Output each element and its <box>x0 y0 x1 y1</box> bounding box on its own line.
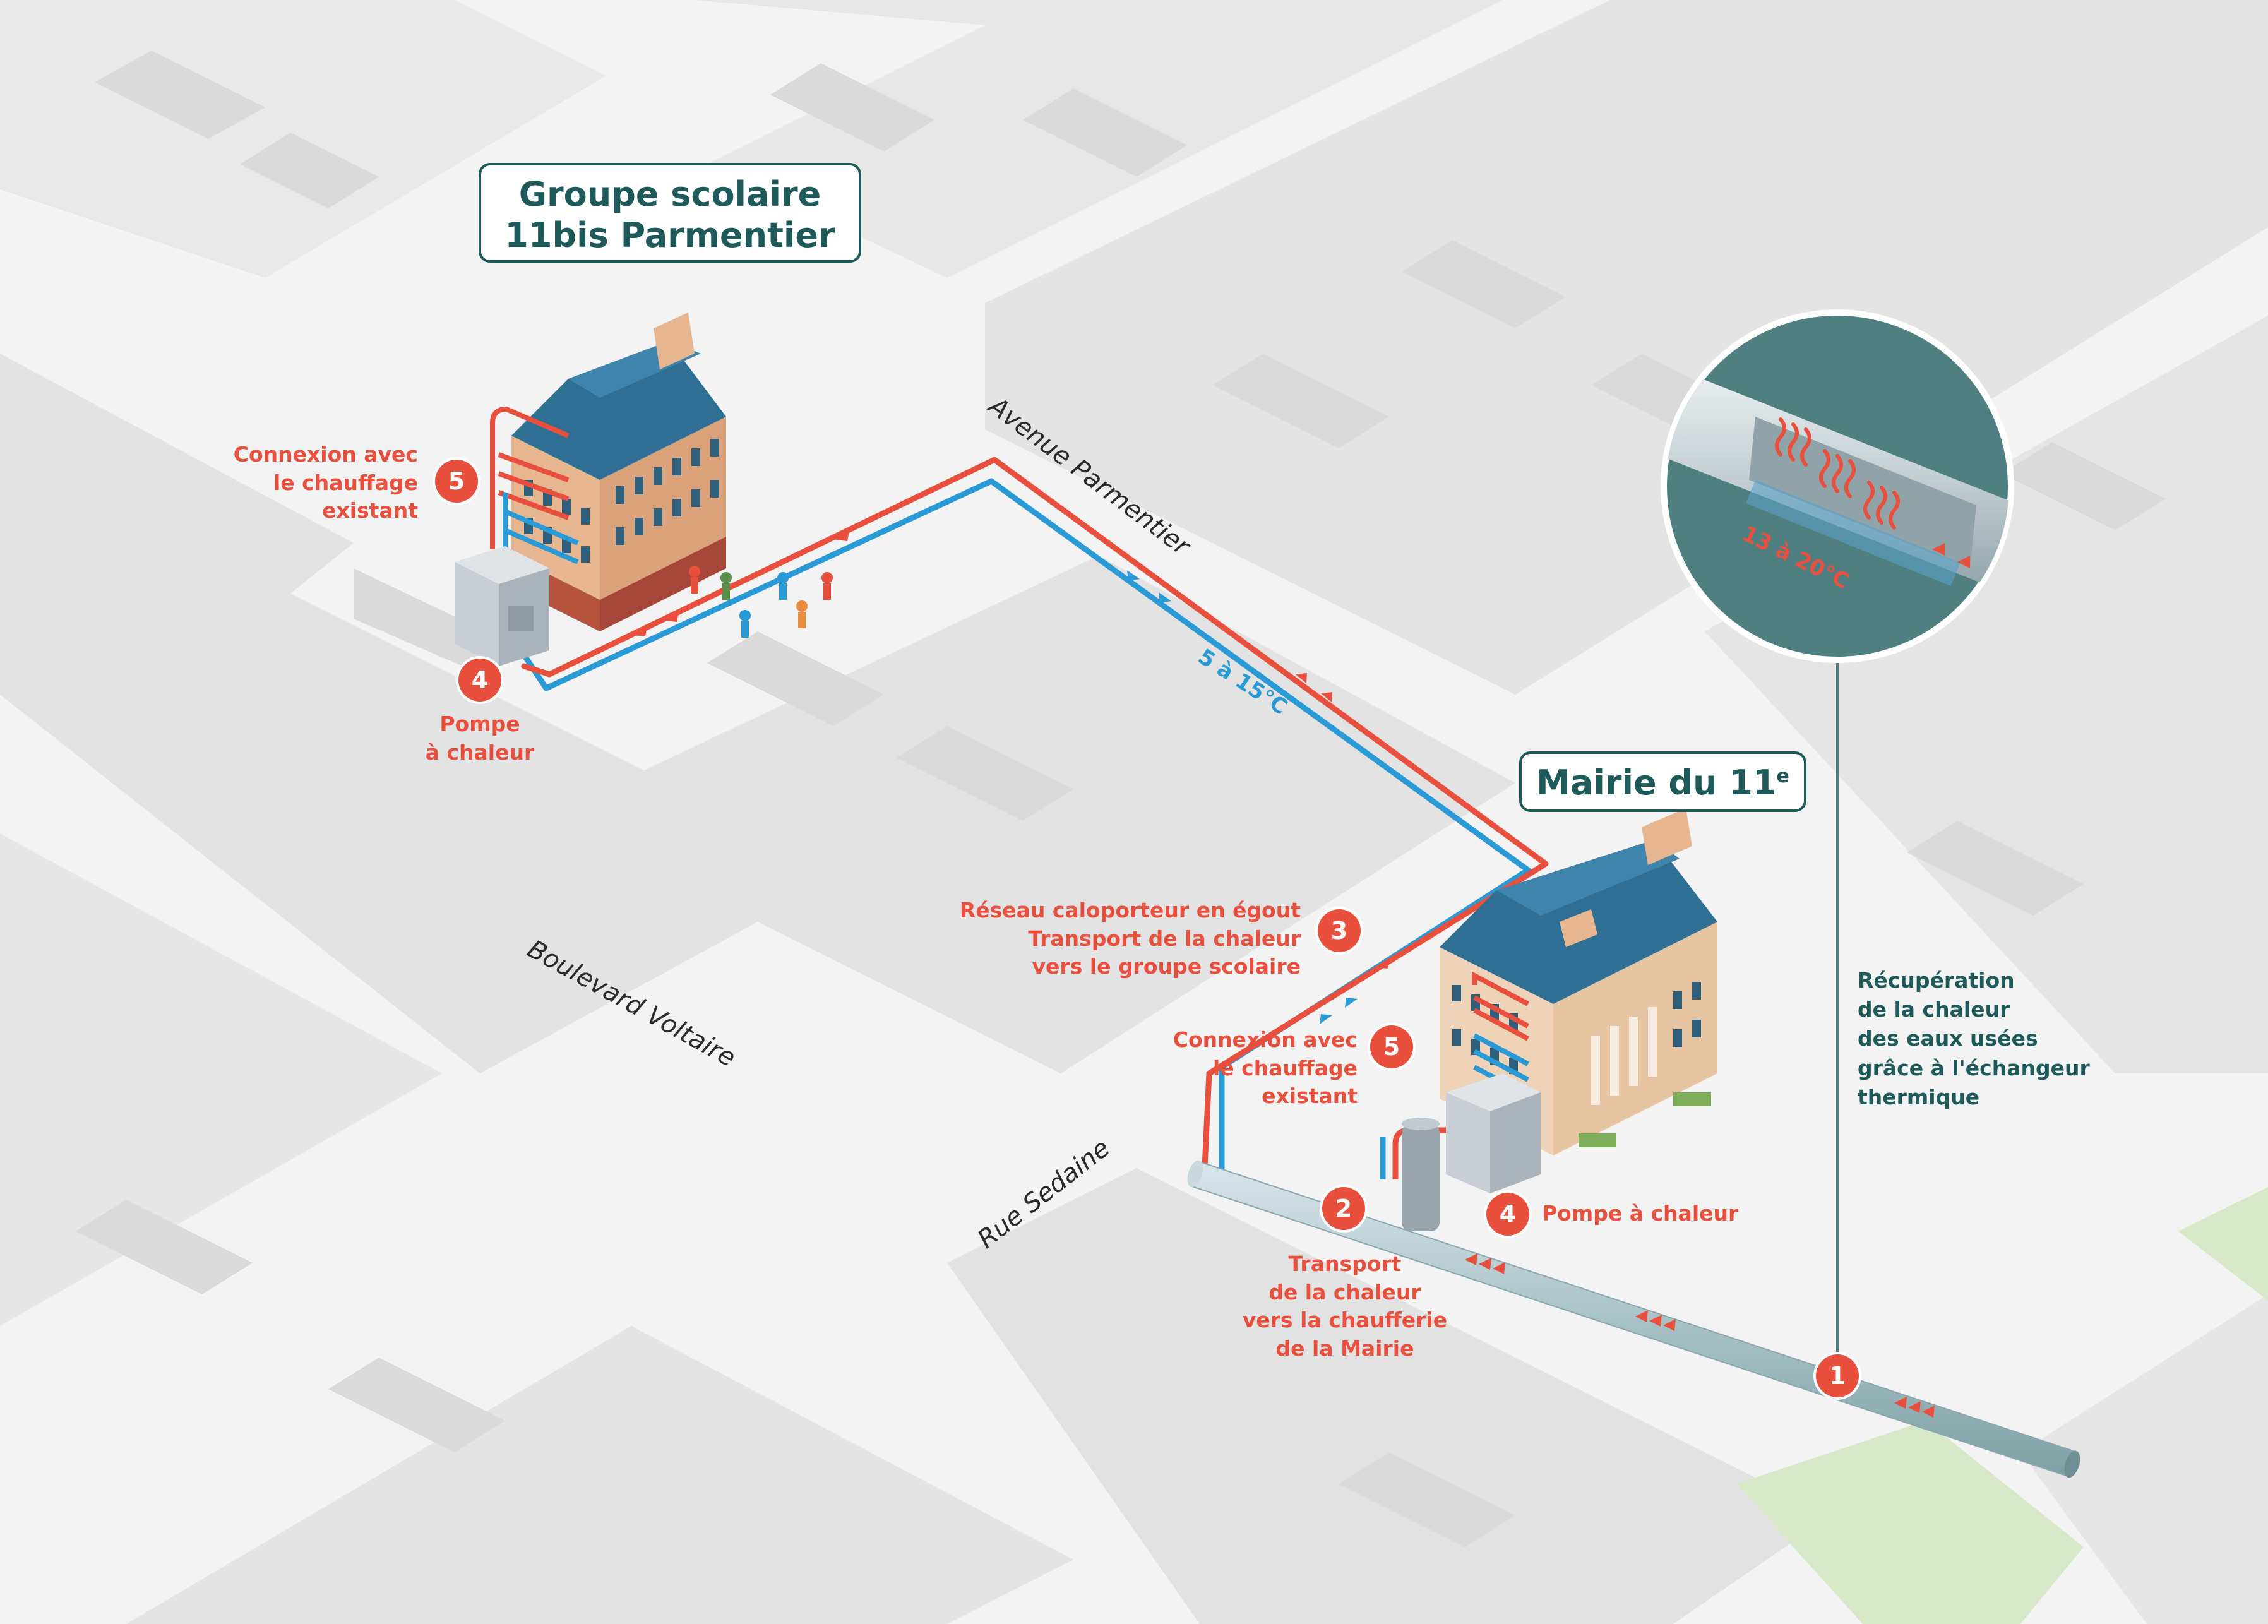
heat-wave-icon <box>1775 417 1900 530</box>
mairie-building <box>1402 808 1717 1231</box>
heat-exchanger-magnifier <box>1661 309 2014 1376</box>
hot-pipe <box>521 457 1549 1170</box>
step-badge-3: 3 <box>1318 909 1361 952</box>
step5-school-line: existant <box>322 498 418 523</box>
step3-line: vers le groupe scolaire <box>1032 954 1301 979</box>
step2-line: vers la chaufferie <box>1242 1308 1448 1333</box>
step1-line: des eaux usées <box>1858 1026 2038 1051</box>
step1-line: de la chaleur <box>1858 997 2010 1022</box>
step-badge-4-school: 4 <box>458 659 501 702</box>
step3-line: Réseau caloporteur en égout <box>959 898 1301 922</box>
mairie-title: Mairie du 11e <box>1519 751 1806 812</box>
mairie-title-text: Mairie du 11 <box>1536 763 1777 803</box>
step1-label: Récupération de la chaleur des eaux usée… <box>1858 966 2090 1112</box>
step1-line: thermique <box>1858 1084 1980 1109</box>
green-space <box>2178 1187 2268 1301</box>
city-block <box>947 1168 1831 1624</box>
city-block <box>0 833 442 1326</box>
step2-line: de la Mairie <box>1275 1335 1414 1361</box>
school-title-line2: 11bis Parmentier <box>504 215 835 255</box>
children-figures <box>689 566 833 638</box>
step4-school-line: à chaleur <box>425 739 535 765</box>
step3-line: Transport de la chaleur <box>1028 926 1301 951</box>
mairie-title-sup: e <box>1776 765 1789 787</box>
step5-mairie-line: existant <box>1262 1084 1358 1109</box>
step5-mairie-label: Connexion avec le chauffage existant <box>1124 1026 1358 1111</box>
step-badge-1: 1 <box>1816 1354 1859 1397</box>
city-block <box>2020 1294 2268 1624</box>
city-block <box>126 1326 1073 1624</box>
cold-pipe <box>518 478 1531 1171</box>
flow-arrow-icon <box>1465 1253 1935 1418</box>
heat-pump-icon <box>455 546 549 666</box>
flow-arrow-icon <box>1127 570 1358 1024</box>
school-title-line1: Groupe scolaire <box>518 174 821 214</box>
step-badge-2: 2 <box>1322 1187 1365 1230</box>
step5-mairie-line: Connexion avec <box>1173 1027 1358 1052</box>
step3-label: Réseau caloporteur en égout Transport de… <box>928 897 1301 981</box>
step5-school-label: Connexion avec le chauffage existant <box>189 441 418 525</box>
school-building <box>354 313 833 682</box>
step-badge-5-school: 5 <box>435 460 478 503</box>
green-space <box>1736 1421 2084 1624</box>
step2-line: Transport <box>1288 1251 1402 1276</box>
heat-pump-icon <box>1402 1073 1541 1231</box>
step2-line: de la chaleur <box>1268 1279 1421 1305</box>
city-block <box>985 0 2268 695</box>
step-badge-5-mairie: 5 <box>1370 1025 1413 1068</box>
step2-label: Transport de la chaleur vers la chauffer… <box>1225 1250 1465 1363</box>
heat-network <box>518 457 1549 1179</box>
step5-mairie-line: le chauffage <box>1212 1055 1358 1080</box>
step4-school-label: Pompe à chaleur <box>404 710 556 767</box>
flow-arrow-icon <box>633 531 1389 969</box>
step4-school-line: Pompe <box>439 712 520 736</box>
step-badge-4-mairie: 4 <box>1486 1193 1529 1236</box>
city-block <box>0 354 1515 1073</box>
step4-mairie-label: Pompe à chaleur <box>1542 1201 1739 1226</box>
school-title: Groupe scolaire 11bis Parmentier <box>479 163 861 263</box>
step1-line: Récupération <box>1858 968 2015 993</box>
sewer-pipe <box>1187 1160 2080 1478</box>
step5-school-line: Connexion avec <box>233 442 418 467</box>
step5-school-line: le chauffage <box>273 470 418 495</box>
step1-line: grâce à l'échangeur <box>1858 1055 2090 1080</box>
